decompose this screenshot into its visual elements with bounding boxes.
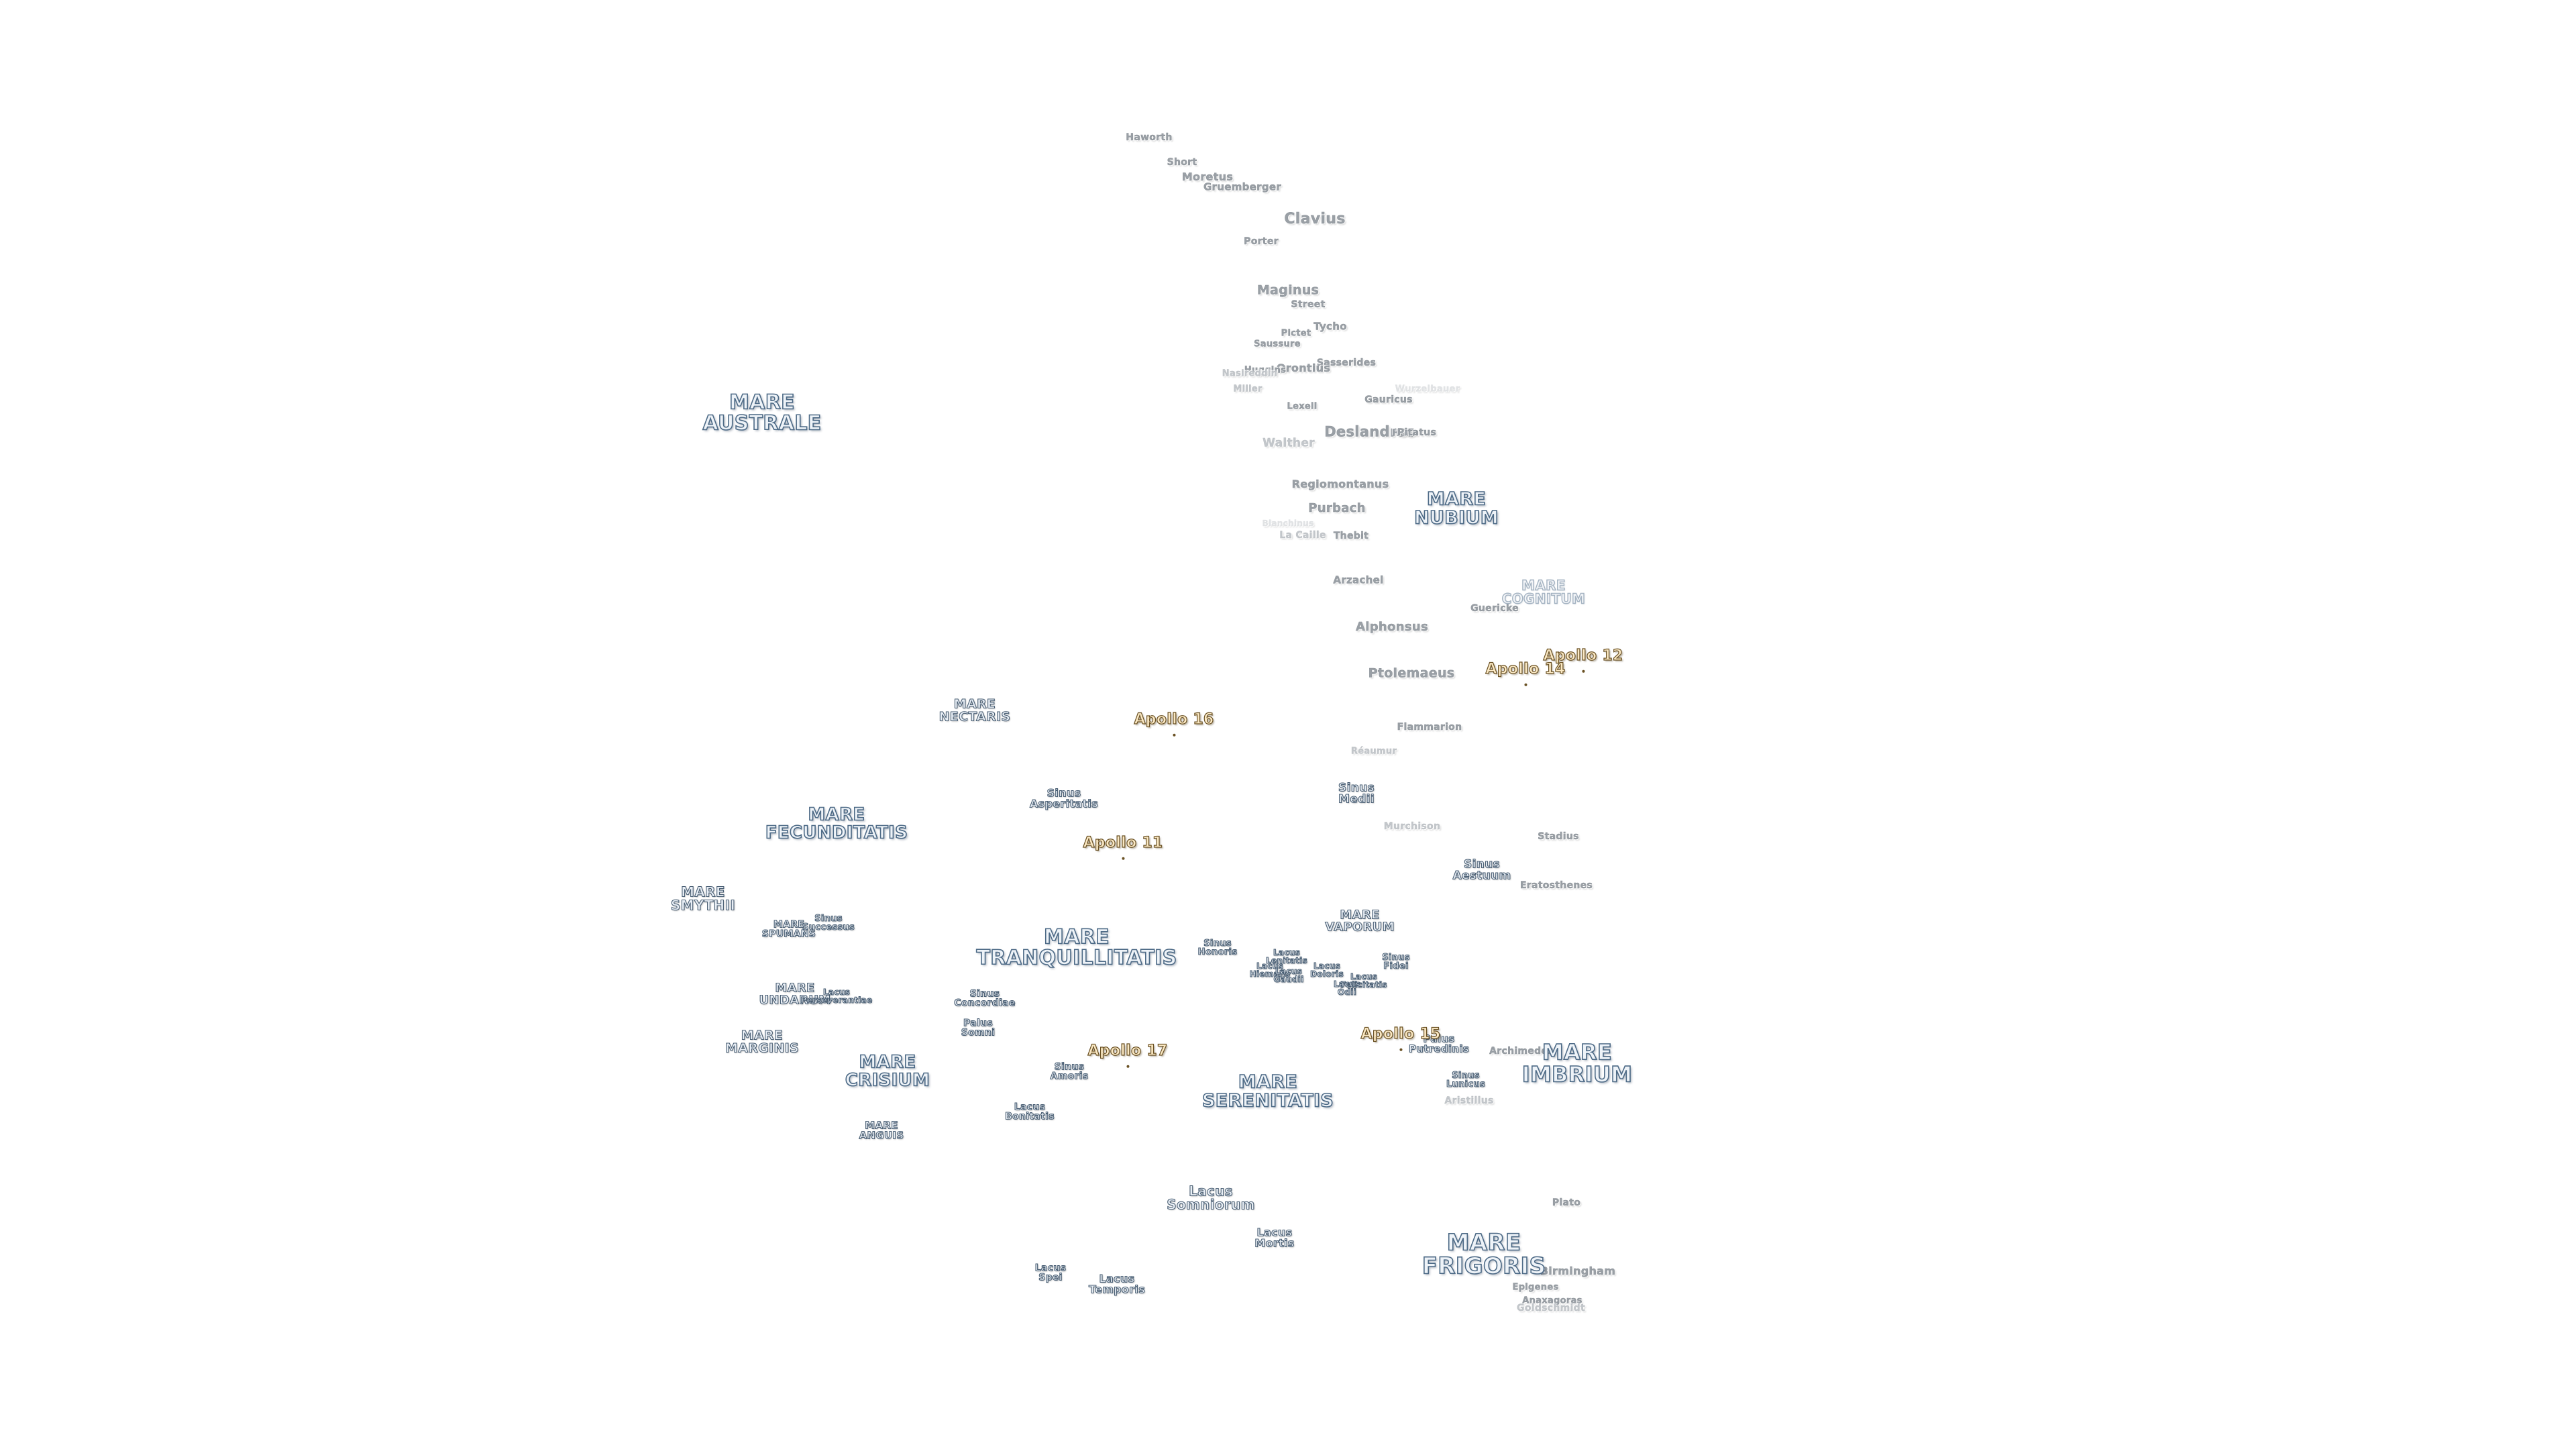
sinus-label-sinus-concordiae: Sinus Concordiae xyxy=(954,988,1016,1009)
crater-label-flammarion: Flammarion xyxy=(1397,721,1462,733)
crater-label-deslandres: Deslandres xyxy=(1324,423,1415,440)
lacus-label-lacus-spei: Lacus Spei xyxy=(1034,1263,1067,1283)
landing-site-label-apollo-15: Apollo 15 xyxy=(1360,1025,1441,1052)
lacus-label-lacus-temporis: Lacus Temporis xyxy=(1088,1272,1146,1296)
mare-label-mare-imbrium: MARE IMBRIUM xyxy=(1521,1039,1633,1087)
crater-label-saussure: Saussure xyxy=(1254,339,1301,350)
lacus-label-lacus-perseverantiae: Lacus Perseverantiae xyxy=(800,987,873,1005)
crater-label-wurzelbauer: Wurzelbauer xyxy=(1395,384,1460,394)
mare-label-mare-nectaris: MARE NECTARIS xyxy=(938,696,1011,724)
crater-label-stadius: Stadius xyxy=(1538,830,1579,842)
lacus-label-lacus-bonitatis: Lacus Bonitatis xyxy=(1005,1102,1055,1122)
mare-label-mare-undarum: MARE UNDARUM xyxy=(759,981,831,1008)
sinus-label-sinus-asperitatis: Sinus Asperitatis xyxy=(1029,786,1098,810)
palus-label-palus-putredinis: Palus Putredinis xyxy=(1408,1032,1470,1055)
lacus-label-lacus-somniorum: Lacus Somniorum xyxy=(1167,1183,1255,1213)
lacus-label-lacus-gaudii: Lacus Gaudii xyxy=(1273,966,1304,984)
lacus-label-lacus-hiemalis: Lacus Hiemalis xyxy=(1249,961,1291,979)
mare-label-mare-australe: MARE AUSTRALE xyxy=(702,390,822,435)
sinus-label-sinus-fidei: Sinus Fidei xyxy=(1382,952,1410,971)
sinus-label-sinus-lunicus: Sinus Lunicus xyxy=(1446,1070,1486,1089)
mare-label-mare-nubium: MARE NUBIUM xyxy=(1413,488,1499,528)
mare-label-mare-smythii: MARE SMYTHII xyxy=(670,883,736,914)
crater-label-gauricus: Gauricus xyxy=(1364,394,1413,405)
crater-label-porter: Porter xyxy=(1244,235,1279,247)
crater-label-tycho: Tycho xyxy=(1313,320,1347,333)
crater-label-eratosthenes: Eratosthenes xyxy=(1519,879,1593,891)
crater-label-orontius: Orontius xyxy=(1276,361,1331,374)
lacus-label-lacus-felicitatis: Lacus Felicitatis xyxy=(1340,971,1387,989)
crater-label-haworth: Haworth xyxy=(1126,131,1173,143)
crater-label-murchison: Murchison xyxy=(1383,820,1441,832)
mare-label-mare-anguis: MARE ANGUIS xyxy=(859,1119,904,1142)
crater-label-blanchinus: Blanchinus xyxy=(1262,518,1314,528)
mare-label-mare-spumans: MARE SPUMANS xyxy=(761,919,816,940)
mare-label-mare-serenitatis: MARE SERENITATIS xyxy=(1201,1071,1334,1111)
mare-label-mare-fecunditatis: MARE FECUNDITATIS xyxy=(765,804,908,843)
palus-label-palus-somni: Palus Somni xyxy=(961,1018,996,1038)
mare-label-mare-crisium: MARE CRISIUM xyxy=(845,1052,930,1090)
crater-label-arzachel: Arzachel xyxy=(1333,574,1384,586)
lacus-label-lacus-lenitatis: Lacus Lenitatis xyxy=(1265,947,1307,965)
crater-label-epigenes: Epigenes xyxy=(1512,1282,1559,1293)
crater-label-short: Short xyxy=(1167,156,1197,168)
crater-label-pictet: Pictet xyxy=(1281,328,1311,339)
mare-label-mare-cognitum: MARE COGNITUM xyxy=(1501,577,1586,607)
crater-label-plato: Plato xyxy=(1552,1197,1581,1208)
crater-label-lexell: Lexell xyxy=(1287,401,1318,412)
mare-label-mare-marginis: MARE MARGINIS xyxy=(724,1028,799,1056)
crater-label-archimedes: Archimedes xyxy=(1489,1045,1554,1057)
sinus-label-sinus-successus: Sinus Successus xyxy=(802,913,855,932)
mare-label-mare-vaporum: MARE VAPORUM xyxy=(1325,908,1395,934)
mare-label-mare-tranquillitatis: MARE TRANQUILLITATIS xyxy=(976,925,1177,969)
crater-label-gruemberger: Gruemberger xyxy=(1203,180,1282,193)
lacus-label-lacus-mortis: Lacus Mortis xyxy=(1254,1226,1295,1250)
landing-site-label-apollo-11: Apollo 11 xyxy=(1083,834,1163,861)
crater-label-purbach: Purbach xyxy=(1308,500,1366,515)
crater-label-goldschmidt: Goldschmidt xyxy=(1517,1302,1585,1313)
crater-label-r-aumur: Réaumur xyxy=(1350,746,1397,757)
crater-label-huggins: Huggins xyxy=(1244,365,1287,376)
crater-label-ptolemaeus: Ptolemaeus xyxy=(1368,665,1455,681)
crater-label-pitatus: Pitatus xyxy=(1397,427,1437,438)
lacus-label-lacus-odii: Lacus Odii xyxy=(1333,979,1361,997)
crater-label-birmingham: Birmingham xyxy=(1540,1264,1616,1277)
landing-site-label-apollo-14: Apollo 14 xyxy=(1485,660,1566,687)
crater-label-maginus: Maginus xyxy=(1256,282,1320,298)
landing-site-label-apollo-12: Apollo 12 xyxy=(1543,647,1623,674)
mare-label-mare-frigoris: MARE FRIGORIS xyxy=(1421,1229,1546,1279)
crater-label-hell: Hell xyxy=(1392,428,1412,439)
crater-label-clavius: Clavius xyxy=(1284,210,1346,227)
sinus-label-sinus-medii: Sinus Medii xyxy=(1338,781,1375,806)
crater-label-street: Street xyxy=(1291,299,1326,310)
sinus-label-sinus-amoris: Sinus Amoris xyxy=(1050,1061,1089,1082)
landing-site-label-apollo-16: Apollo 16 xyxy=(1134,710,1214,737)
crater-label-la-caille: La Caille xyxy=(1279,529,1326,541)
crater-label-regiomontanus: Regiomontanus xyxy=(1291,477,1389,490)
crater-label-nasireddin: Nasireddin xyxy=(1222,368,1278,379)
crater-label-anaxagoras: Anaxagoras xyxy=(1522,1295,1582,1306)
crater-label-moretus: Moretus xyxy=(1181,170,1234,183)
crater-label-walther: Walther xyxy=(1263,436,1315,450)
sinus-label-sinus-honoris: Sinus Honoris xyxy=(1197,938,1238,957)
crater-label-aristillus: Aristillus xyxy=(1444,1095,1494,1106)
sinus-label-sinus-aestuum: Sinus Aestuum xyxy=(1452,857,1511,883)
crater-label-guericke: Guericke xyxy=(1470,602,1519,614)
lacus-label-lacus-doloris: Lacus Doloris xyxy=(1310,961,1344,979)
crater-label-thebit: Thebit xyxy=(1333,530,1369,541)
crater-label-miller: Miller xyxy=(1233,384,1263,394)
landing-site-label-apollo-17: Apollo 17 xyxy=(1087,1042,1168,1069)
crater-label-alphonsus: Alphonsus xyxy=(1356,619,1428,634)
crater-label-sasserides: Sasserides xyxy=(1316,357,1377,368)
